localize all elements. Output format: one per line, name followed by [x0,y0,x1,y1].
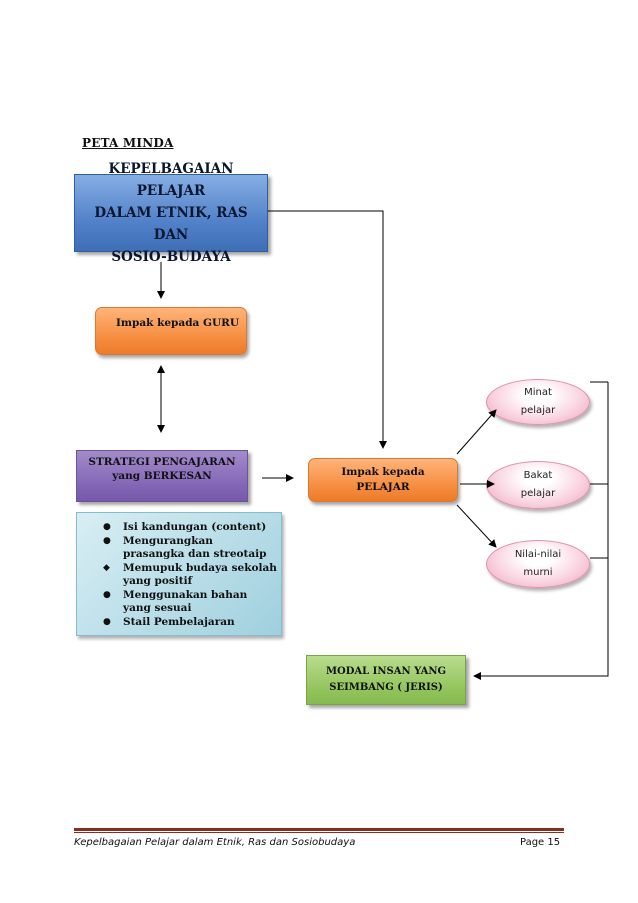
strategy-list-item: ● Mengurangkan prasangka dan streotaip [103,535,277,562]
main-topic-line-2: DALAM ETNIK, RAS DAN [94,205,248,243]
strategy-item-text: Mengurangkan prasangka dan streotaip [123,534,267,561]
talent-line-1: Bakat [523,470,553,481]
page-number: Page 15 [520,837,561,848]
strategy-list-item: ◆ Memupuk budaya sekolah yang positif [103,562,277,589]
bullet-icon: ● [103,535,111,546]
values-line-2: murni [523,567,553,578]
impact-student-line-2: PELAJAR [356,481,410,493]
interest-line-1: Minat [524,387,552,398]
strategy-line-2: yang BERKESAN [112,470,212,482]
strategy-item-text: Memupuk budaya sekolah yang positif [123,561,277,588]
human-capital-line-1: MODAL INSAN YANG [325,666,447,677]
strategy-list-item: ● Menggunakan bahan yang sesuai [103,589,277,616]
values-oval: Nilai-nilai murni [486,540,590,588]
interest-oval: Minat pelajar [486,379,590,425]
interest-line-2: pelajar [520,405,556,416]
strategy-item-text: Menggunakan bahan yang sesuai [123,588,248,615]
footer-rule-thin [74,832,564,833]
strategy-list: ● Isi kandungan (content) ● Mengurangkan p… [103,521,277,629]
bullet-icon: ● [103,589,111,600]
impact-student-line-1: Impak kepada [341,466,425,478]
strategy-box: STRATEGI PENGAJARAN yang BERKESAN [76,450,248,502]
arrow-outcomes-to-modal [473,382,609,680]
strategy-item-text: Isi kandungan (content) [123,521,267,533]
strategy-list-item: ● Stail Pembelajaran [103,616,277,630]
impact-teacher-box: Impak kepada GURU [95,307,247,355]
human-capital-line-2: SEIMBANG ( JERIS) [329,682,443,693]
strategy-list-box: ● Isi kandungan (content) ● Mengurangkan p… [76,512,282,636]
arrow-main-to-pelajar [268,210,387,449]
main-topic-line-1: KEPELBAGAIAN PELAJAR [108,161,234,199]
talent-line-2: pelajar [520,488,556,499]
bullet-icon: ◆ [103,562,110,573]
footer-rule-thick [74,828,564,831]
bullet-icon: ● [103,616,111,627]
impact-teacher-label: Impak kepada GURU [116,317,240,329]
impact-student-box: Impak kepada PELAJAR [308,458,458,502]
footer-title: Kepelbagaian Pelajar dalam Etnik, Ras da… [74,837,356,848]
talent-oval: Bakat pelajar [486,461,590,509]
bullet-icon: ● [103,522,111,532]
values-line-1: Nilai-nilai [514,549,562,560]
strategy-list-item: ● Isi kandungan (content) [103,521,277,535]
page-heading: PETA MINDA [82,136,174,150]
strategy-line-1: STRATEGI PENGAJARAN [88,456,236,468]
main-topic-line-3: SOSIO-BUDAYA [111,249,231,265]
main-topic-box: KEPELBAGAIAN PELAJAR DALAM ETNIK, RAS DA… [74,161,268,265]
human-capital-box: MODAL INSAN YANG SEIMBANG ( JERIS) [306,655,466,705]
arrow-pelajar-to-nilai [456,504,497,548]
strategy-item-text: Stail Pembelajaran [123,615,235,628]
arrow-pelajar-to-minat [456,409,497,455]
